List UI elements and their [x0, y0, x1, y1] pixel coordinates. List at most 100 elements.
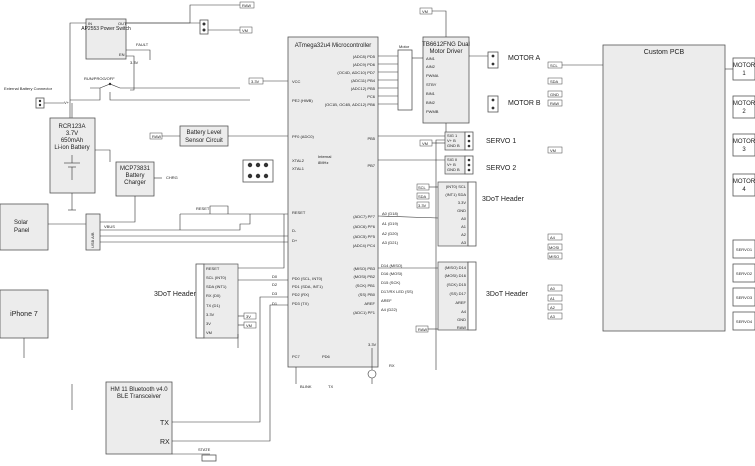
- bluetooth-module: HM 11 Bluetooth v4.0 BLE Transceiver TX …: [105, 381, 173, 455]
- solar-title-1: Solar: [14, 220, 28, 226]
- pcb-servo-1-label: SERVO1: [736, 247, 753, 252]
- pcb-servo-2: SERVO2: [732, 263, 755, 283]
- pcb-tag-a3: A3: [550, 314, 556, 319]
- mcu-aref: AREF: [364, 301, 375, 306]
- motor-driver: TB6612FNG Dual Motor Driver AIN1 AIN2 PW…: [422, 36, 470, 124]
- power-switch-in: IN: [88, 21, 92, 26]
- custom-pcb: Custom PCB: [602, 44, 726, 332]
- battery-level-sensor: Battery Level Sensor Circuit: [179, 125, 229, 147]
- servo2-pin-gnd: GND B: [447, 167, 460, 172]
- mcu-pf6: (ADC6) PF6: [353, 224, 376, 229]
- tag-vm-left: [243, 321, 257, 329]
- mcu-pb5: PB5: [367, 136, 375, 141]
- mcu-internal-1: Internal: [318, 154, 331, 159]
- tag-3v-left: [243, 312, 257, 320]
- pcb-tag-a4: A4: [550, 235, 556, 240]
- drt-pin-1: (INT1) SDA: [445, 192, 466, 197]
- mcu-title: ATmega32u4 Microcontroller: [295, 43, 372, 49]
- servo2-pin-v: V+ B: [447, 162, 456, 167]
- battery-charger: MCP73831 Battery Charger CHRG: [115, 161, 178, 197]
- mcu-pd0: PD0 (SCL, INT0): [292, 276, 323, 281]
- pcb-motor-3: MOTOR 3: [732, 133, 755, 157]
- drt-pin-6: A2: [461, 232, 467, 237]
- dl-pin-7: VM: [206, 330, 212, 335]
- tag-3v-left-label: 3V: [246, 314, 251, 319]
- driver-pwma: PWMA: [426, 73, 439, 78]
- mcu-xtal2: XTAL2: [292, 158, 305, 163]
- mcu-pb4: (ADC11) PB4: [351, 78, 376, 83]
- wire-d16: D16 (MOSI): [381, 271, 403, 276]
- drt-pin-0: (INT0) SCL: [446, 184, 467, 189]
- v33-label-top: 3.3V: [130, 60, 139, 65]
- ext-battery-connector: [35, 97, 45, 109]
- pcb-tag-scl: SCL: [550, 63, 559, 68]
- wire-d1: D1: [272, 301, 278, 306]
- tag-vm-top: [239, 26, 253, 34]
- motor-a-connector: [487, 51, 499, 69]
- charger-title-3: Charger: [124, 180, 146, 186]
- motor-b-label: MOTOR B: [508, 100, 541, 107]
- pcb-title: Custom PCB: [644, 49, 685, 56]
- mcu-pd6r: (ADC9) PD6: [353, 62, 376, 67]
- wire-a1: A1 (D19): [382, 221, 399, 226]
- battery-title-3: 650mAh: [61, 138, 83, 144]
- dot-header-right-top: (INT0) SCL (INT1) SDA 3.3V GND A0 A1 A2 …: [437, 181, 477, 247]
- mcu-internal-2: 8MHz: [318, 160, 328, 165]
- tag-vm-driver-label: VM: [422, 9, 428, 14]
- mcu-pb2: (MOSI) PB2: [353, 274, 375, 279]
- mcu-pf1: (ADC1) PF1: [353, 310, 376, 315]
- drb-pin-0: (MISO) D14: [445, 265, 467, 270]
- driver-stby: STBY: [426, 82, 437, 87]
- mcu-vcc: VCC: [292, 79, 301, 84]
- power-switch-title: AP2553 Power Switch: [81, 26, 131, 32]
- blink-label: BLINK: [300, 384, 312, 389]
- tag-raw-top-label: RAW: [242, 3, 251, 8]
- dl-pin-0: RESET: [206, 266, 220, 271]
- power-switch-en: EN: [119, 52, 125, 57]
- drb-pin-3: (SS) D17: [450, 291, 467, 296]
- pcb-tag-gnd: GND: [550, 92, 559, 97]
- driver-ain2: AIN2: [426, 64, 436, 69]
- drt-pin-5: A1: [461, 224, 467, 229]
- drb-pin-4: AREF: [455, 300, 466, 305]
- tag-vm-top-label: VM: [242, 28, 248, 33]
- pcb-motor-3-b: 3: [742, 147, 746, 153]
- servo-2-header: SIG II V+ B GND B: [444, 155, 474, 175]
- mcu-pf5: (ADC5) PF5: [353, 234, 376, 239]
- mcu-pc7: PC7: [292, 354, 301, 359]
- wire-d0: D0: [272, 274, 278, 279]
- mcu-dminus: D-: [292, 228, 297, 233]
- v33-led-label: 3.3V: [368, 342, 377, 347]
- mcu-pf0: PF0 (ADC0): [292, 134, 314, 139]
- mcu-pb0: (SS) PB0: [358, 292, 375, 297]
- tag-raw-sensor-label: RAW: [152, 134, 161, 139]
- mcu-pb7: PB7: [367, 163, 375, 168]
- tag-sda-r-label: SDA: [418, 194, 427, 199]
- wire-a3: A3 (D21): [382, 240, 399, 245]
- tag-vm-servo-label: VM: [422, 141, 428, 146]
- charger-title-1: MCP73831: [120, 166, 151, 172]
- pcb-left-tags: SCL SDA GND RAW VM A4 MOSI MISO A0 A1 A2…: [547, 61, 563, 320]
- charger-title-2: Battery: [125, 173, 144, 179]
- battery: RCR123A 3.7V 650mAh Li-ion Battery: [49, 117, 96, 194]
- drt-pin-7: A3: [461, 240, 467, 245]
- usb-title: USB A/B: [90, 232, 95, 248]
- tag-33v-r-label: 3.3V: [418, 203, 427, 208]
- mcu-pd6: PD6: [322, 354, 331, 359]
- mcu-pd1: PD1 (SDA, INT1): [292, 284, 323, 289]
- vbus-label: VBUS: [104, 224, 115, 229]
- dl-pin-3: RX (D0): [206, 293, 221, 298]
- tag-33v-vcc-label: 3.3V: [251, 79, 260, 84]
- dl-pin-5: 3.3V: [206, 312, 215, 317]
- pcb-servo-3-label: SERVO3: [736, 295, 753, 300]
- driver-pwmb: PWMB: [426, 109, 439, 114]
- mcu-pb5a: (ADC12) PB5: [351, 86, 376, 91]
- switch-connector: [199, 19, 209, 35]
- mcu-dplus: D+: [292, 238, 298, 243]
- chrg-label: CHRG: [166, 175, 178, 180]
- drt-pin-2: 3.3V: [458, 200, 467, 205]
- pcb-motor-3-a: MOTOR: [733, 139, 755, 145]
- motor-resistors: [397, 49, 413, 111]
